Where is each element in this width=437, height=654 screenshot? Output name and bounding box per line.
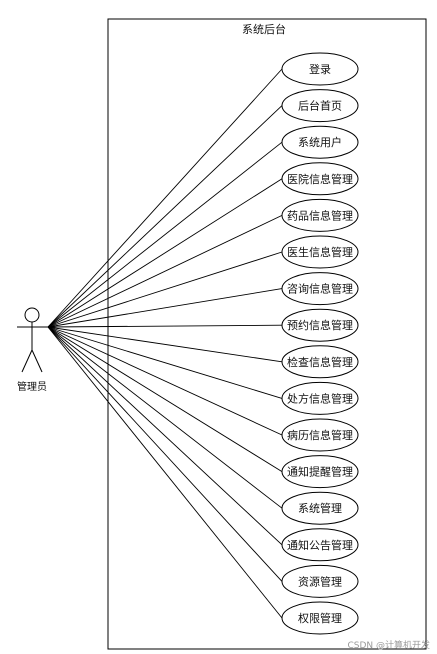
association-line <box>47 105 283 328</box>
association-line <box>47 288 283 328</box>
association-line <box>47 326 283 399</box>
use-case-label: 检查信息管理 <box>287 355 353 369</box>
use-case-ellipse <box>281 308 359 342</box>
use-case-label: 系统用户 <box>298 135 342 149</box>
use-case: 通知公告管理 <box>281 528 359 562</box>
use-case: 后台首页 <box>281 89 359 123</box>
system-title: 系统后台 <box>242 22 286 36</box>
use-case-label: 咨询信息管理 <box>287 282 353 296</box>
use-case-ellipse <box>281 198 359 232</box>
use-case-label: 通知提醒管理 <box>287 465 353 479</box>
use-case-ellipse <box>281 235 359 269</box>
use-case: 医院信息管理 <box>281 162 359 196</box>
use-case-label: 医院信息管理 <box>287 172 353 186</box>
use-case: 系统用户 <box>281 125 359 159</box>
actor-left-leg <box>21 349 33 373</box>
association-line <box>47 324 283 328</box>
association-line <box>47 251 283 328</box>
use-case-ellipse <box>281 381 359 415</box>
association-line <box>47 326 283 509</box>
association-line <box>47 326 283 472</box>
use-case-ellipse <box>281 418 359 452</box>
use-case: 咨询信息管理 <box>281 272 359 306</box>
use-case-label: 后台首页 <box>298 99 342 113</box>
system-boundary <box>107 18 427 650</box>
association-line <box>47 326 283 363</box>
use-case: 通知提醒管理 <box>281 455 359 489</box>
association-line <box>47 141 283 328</box>
use-case-ellipse <box>281 491 359 525</box>
association-line <box>47 178 283 328</box>
use-case-label: 病历信息管理 <box>287 428 353 442</box>
actor-figure <box>17 307 48 373</box>
use-case-label: 预约信息管理 <box>287 318 353 332</box>
use-case-ellipse <box>281 564 359 598</box>
use-case-list: 登录后台首页系统用户医院信息管理药品信息管理医生信息管理咨询信息管理预约信息管理… <box>281 52 359 635</box>
association-line <box>47 214 283 328</box>
use-case: 医生信息管理 <box>281 235 359 269</box>
use-case: 权限管理 <box>281 601 359 635</box>
use-case: 检查信息管理 <box>281 345 359 379</box>
actor-label: 管理员 <box>17 380 47 393</box>
association-line <box>47 326 283 582</box>
use-case-label: 处方信息管理 <box>287 391 353 405</box>
use-case-label: 医生信息管理 <box>287 245 353 259</box>
use-case: 药品信息管理 <box>281 198 359 232</box>
association-line <box>47 68 283 328</box>
use-case-ellipse <box>281 455 359 489</box>
use-case-label: 登录 <box>309 62 331 76</box>
use-case-ellipse <box>281 162 359 196</box>
use-case: 处方信息管理 <box>281 381 359 415</box>
actor-head <box>24 307 40 323</box>
use-case-ellipse <box>281 601 359 635</box>
use-case: 预约信息管理 <box>281 308 359 342</box>
use-case-ellipse <box>281 528 359 562</box>
association-line <box>47 326 283 619</box>
use-case-ellipse <box>281 89 359 123</box>
use-case-ellipse <box>281 345 359 379</box>
use-case: 资源管理 <box>281 564 359 598</box>
association-line <box>47 326 283 546</box>
use-case-label: 权限管理 <box>298 611 342 625</box>
use-case-label: 通知公告管理 <box>287 538 353 552</box>
use-case-ellipse <box>281 272 359 306</box>
association-lines <box>47 68 283 619</box>
use-case-ellipse <box>281 52 359 86</box>
use-case: 病历信息管理 <box>281 418 359 452</box>
use-case-label: 药品信息管理 <box>287 208 353 222</box>
association-line <box>47 326 283 436</box>
use-case-ellipse <box>281 125 359 159</box>
use-case: 系统管理 <box>281 491 359 525</box>
use-case-label: 资源管理 <box>298 574 342 588</box>
actor-right-leg <box>31 349 43 373</box>
use-case: 登录 <box>281 52 359 86</box>
watermark-text: CSDN @计算机开发 <box>347 639 430 651</box>
use-case-label: 系统管理 <box>298 501 342 515</box>
